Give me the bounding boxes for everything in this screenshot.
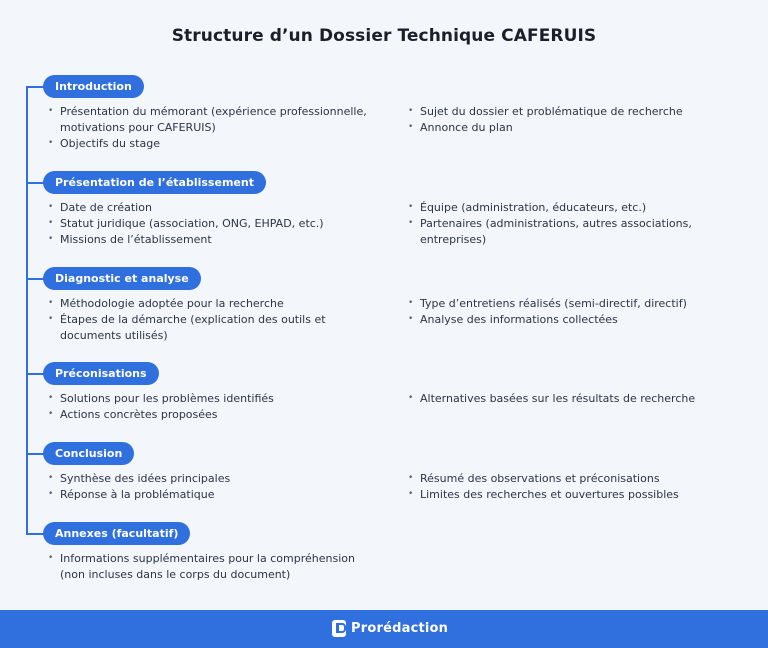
list-item: Limites des recherches et ouvertures pos… [408, 487, 708, 503]
diagram-title: Structure d’un Dossier Technique CAFERUI… [171, 26, 597, 46]
list-item: Étapes de la démarche (explication des o… [48, 312, 378, 344]
list-item: Partenaires (administrations, autres ass… [408, 216, 708, 248]
section-left-list: Méthodologie adoptée pour la recherche É… [48, 296, 378, 343]
brand-p-icon [332, 620, 346, 637]
section-connector [26, 86, 44, 88]
section-label: Conclusion [43, 442, 135, 465]
section-connector [26, 278, 44, 280]
section-label: Présentation de l’établissement [43, 171, 266, 194]
list-item: Équipe (administration, éducateurs, etc.… [408, 200, 708, 216]
section-left-list: Solutions pour les problèmes identifiés … [48, 391, 378, 423]
section-connector [26, 182, 44, 184]
section-left-list: Synthèse des idées principales Réponse à… [48, 471, 378, 503]
diagram-card: Structure d’un Dossier Technique CAFERUI… [0, 0, 768, 610]
section-connector [26, 533, 44, 535]
section-right-list: Alternatives basées sur les résultats de… [408, 391, 708, 407]
list-item: Informations supplémentaires pour la com… [48, 551, 378, 583]
section-left-list: Date de création Statut juridique (assoc… [48, 200, 378, 247]
list-item: Synthèse des idées principales [48, 471, 378, 487]
list-item: Actions concrètes proposées [48, 407, 378, 423]
list-item: Sujet du dossier et problématique de rec… [408, 104, 708, 120]
section-left-list: Informations supplémentaires pour la com… [48, 551, 378, 583]
section-label: Annexes (facultatif) [43, 522, 191, 545]
list-item: Résumé des observations et préconisation… [408, 471, 708, 487]
list-item: Alternatives basées sur les résultats de… [408, 391, 708, 407]
brand-logo: Prorédaction [332, 620, 448, 637]
list-item: Présentation du mémorant (expérience pro… [48, 104, 378, 136]
list-item: Analyse des informations collectées [408, 312, 708, 328]
list-item: Méthodologie adoptée pour la recherche [48, 296, 378, 312]
section-label: Introduction [43, 75, 144, 98]
list-item: Statut juridique (association, ONG, EHPA… [48, 216, 378, 232]
footer-bar: Prorédaction [0, 610, 768, 648]
section-connector [26, 373, 44, 375]
brand-name: Prorédaction [351, 621, 449, 636]
section-label: Diagnostic et analyse [43, 267, 201, 290]
list-item: Date de création [48, 200, 378, 216]
timeline-connector [26, 86, 28, 534]
section-right-list: Type d’entretiens réalisés (semi-directi… [408, 296, 708, 328]
list-item: Objectifs du stage [48, 136, 378, 152]
section-right-list: Équipe (administration, éducateurs, etc.… [408, 200, 708, 247]
section-connector [26, 453, 44, 455]
list-item: Annonce du plan [408, 120, 708, 136]
section-label: Préconisations [43, 362, 159, 385]
section-right-list: Résumé des observations et préconisation… [408, 471, 708, 503]
section-left-list: Présentation du mémorant (expérience pro… [48, 104, 378, 151]
list-item: Solutions pour les problèmes identifiés [48, 391, 378, 407]
list-item: Réponse à la problématique [48, 487, 378, 503]
section-right-list: Sujet du dossier et problématique de rec… [408, 104, 708, 136]
list-item: Missions de l’établissement [48, 232, 378, 248]
list-item: Type d’entretiens réalisés (semi-directi… [408, 296, 708, 312]
